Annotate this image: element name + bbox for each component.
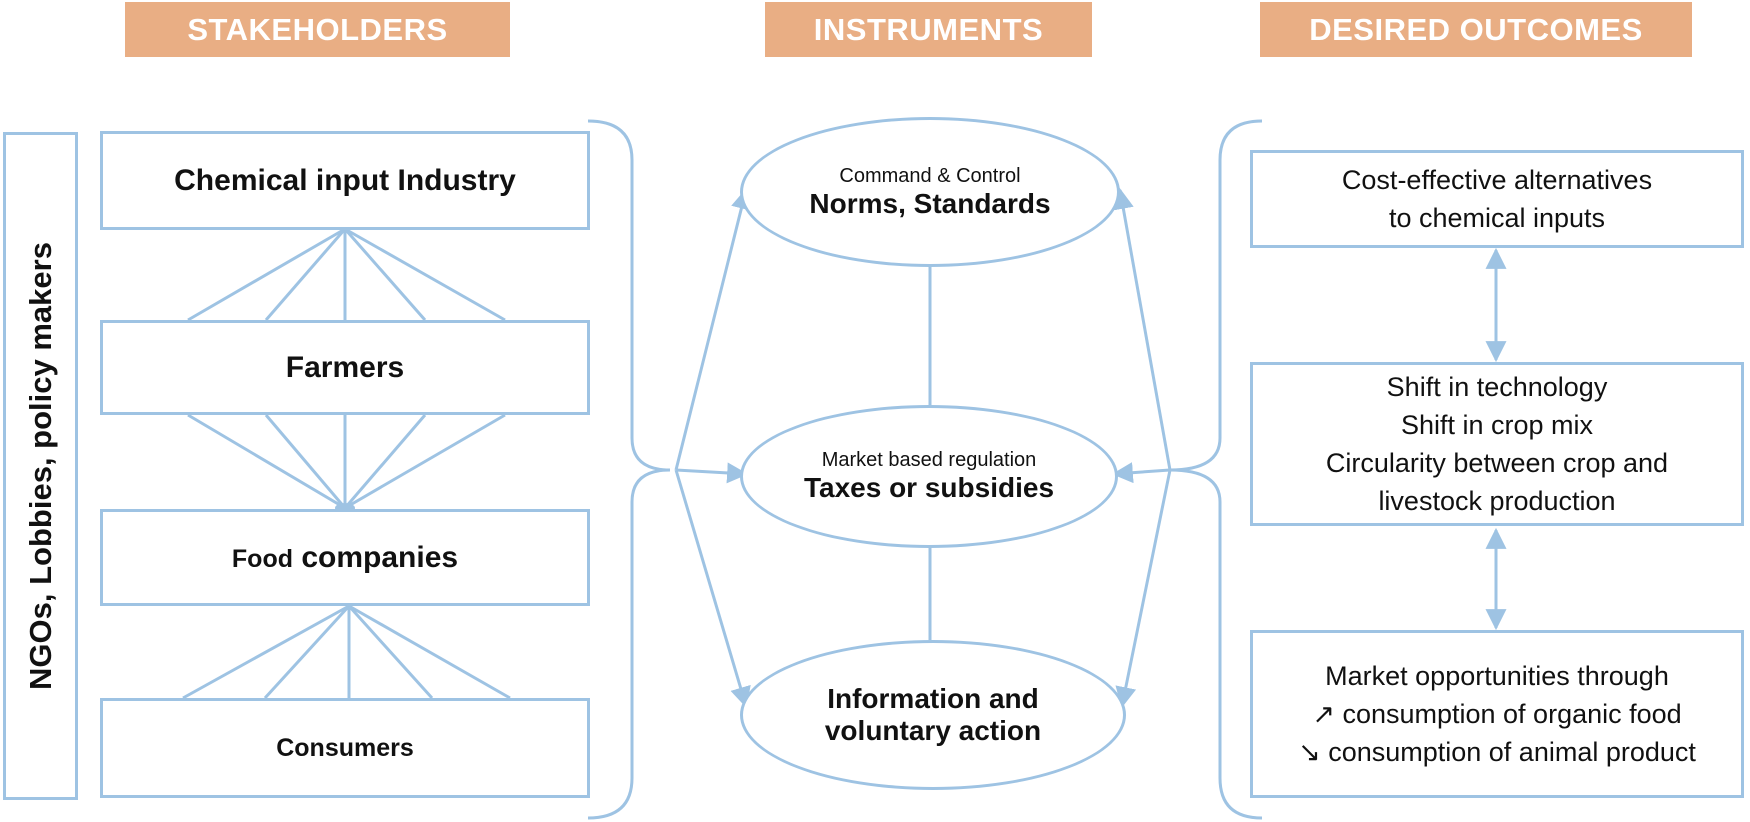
instrument-information: Information and voluntary action	[740, 640, 1126, 790]
outcome-market-line1: Market opportunities through	[1325, 661, 1669, 691]
outcome-shift-line3: Circularity between crop and	[1325, 448, 1669, 478]
side-label: NGOs, Lobbies, policy makers	[22, 242, 58, 690]
instrument-market-regulation: Market based regulation Taxes or subsidi…	[740, 405, 1118, 548]
outcome-market-opportunities: Market opportunities through ↗ consumpti…	[1250, 630, 1744, 798]
stakeholder-chemical-industry: Chemical input Industry	[100, 131, 590, 230]
arrow-left-market	[675, 462, 749, 484]
instrument-information-line1: Information and	[827, 683, 1039, 714]
outcome-market-line2: ↗ consumption of organic food	[1312, 699, 1682, 729]
stakeholder-consumers-label: Consumers	[276, 733, 414, 762]
outcome-shift-line2: Shift in crop mix	[1400, 410, 1594, 440]
left-brace	[587, 119, 671, 820]
header-instruments: INSTRUMENTS	[765, 2, 1092, 57]
arrow-right-command	[1112, 187, 1172, 471]
outcome-cost-line1: Cost-effective alternatives	[1341, 165, 1653, 195]
stakeholder-farmers: Farmers	[100, 320, 590, 415]
instrument-command-control: Command & Control Norms, Standards	[740, 117, 1120, 267]
stakeholder-food-label: Food companies	[232, 541, 458, 575]
food-prefix: Food	[231, 544, 293, 573]
stakeholder-farmers-label: Farmers	[285, 350, 405, 384]
outcome-shift-line4: livestock production	[1378, 486, 1616, 516]
instrument-market-big: Taxes or subsidies	[803, 472, 1055, 503]
outcome-cost-effective: Cost-effective alternatives to chemical …	[1250, 150, 1744, 248]
instrument-market-small: Market based regulation	[821, 449, 1037, 471]
arrow-right-information	[1115, 469, 1172, 709]
arrow-left-information	[674, 469, 751, 709]
instrument-information-line2: voluntary action	[824, 715, 1042, 746]
arrow-right-market	[1111, 462, 1171, 484]
arrow-left-command	[674, 187, 752, 471]
food-suffix: companies	[301, 540, 459, 574]
stakeholder-chemical-label: Chemical input Industry	[174, 163, 516, 197]
header-stakeholders: STAKEHOLDERS	[125, 2, 510, 57]
right-brace	[1169, 119, 1263, 820]
outcome-market-line3: ↘ consumption of animal product	[1298, 737, 1696, 767]
outcome-shift-line1: Shift in technology	[1386, 372, 1608, 402]
fan-food-consumers	[182, 604, 511, 700]
stakeholder-consumers: Consumers	[100, 698, 590, 798]
side-box-ngos: NGOs, Lobbies, policy makers	[3, 132, 78, 800]
fan-chemical-farmers	[187, 227, 506, 322]
instrument-command-big: Norms, Standards	[809, 187, 1051, 219]
outcome-shift-technology: Shift in technology Shift in crop mix Ci…	[1250, 362, 1744, 526]
instrument-command-small: Command & Control	[839, 164, 1021, 187]
stakeholder-food-companies: Food companies	[100, 509, 590, 606]
header-desired-outcomes: DESIRED OUTCOMES	[1260, 2, 1692, 57]
outcome-cost-line2: to chemical inputs	[1388, 203, 1606, 233]
fan-farmers-food	[187, 413, 506, 510]
